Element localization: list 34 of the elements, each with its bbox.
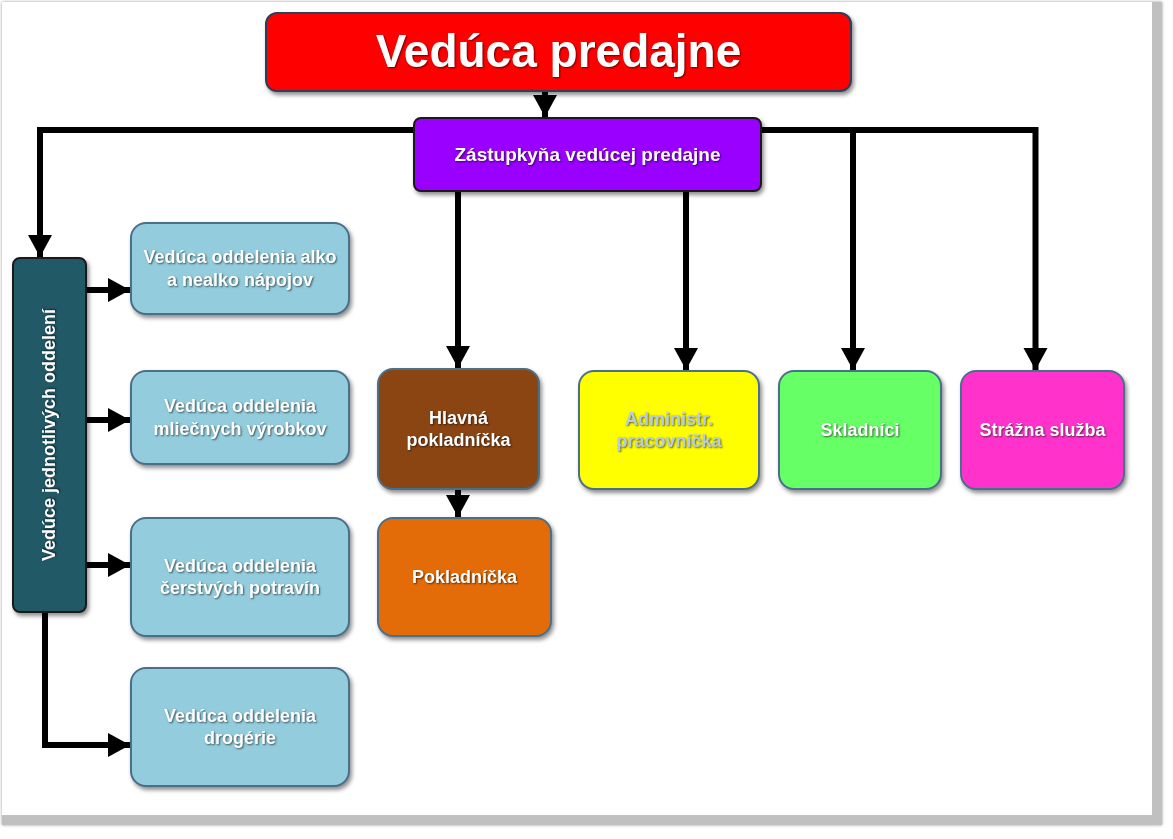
role-label: Vedúca oddelenia drogérie [162,704,318,750]
role-box [130,370,350,465]
role-box [130,222,350,315]
role-label: Zástupkyňa vedúcej predajne [453,142,722,167]
arrow [28,127,413,257]
role-box [960,370,1125,490]
role-label: Pokladníčka [410,565,518,589]
role-label: Strážna služba [978,418,1107,442]
role-label: Vedúca predajne [374,24,743,80]
arrow [87,408,130,432]
role-label: Skladníci [819,418,901,442]
role-box [130,667,350,787]
arrow [446,490,470,517]
role-box [377,368,540,490]
role-box [578,370,760,490]
role-box [12,257,87,613]
role-label: Vedúca oddelenia mliečnych výrobkov [152,395,328,440]
arrow [762,127,1048,370]
role-label: Vedúca oddelenia čerstvých potravín [158,554,322,600]
role-label: Administr. pracovníčka [615,407,723,453]
arrow [533,92,557,117]
role-box [778,370,942,490]
arrow [87,553,130,577]
role-box [130,517,350,637]
role-label: Vedúca oddelenia alko a nealko nápojov [142,246,338,291]
role-label: Vedúce jednotlivých oddelení [38,307,61,564]
role-box [377,517,552,637]
role-box [413,117,762,192]
arrow [446,192,470,368]
title-box [265,12,852,92]
arrow [87,278,130,302]
role-label: Hlavná pokladníčka [405,406,512,452]
arrow [42,613,130,757]
arrow [674,192,698,370]
